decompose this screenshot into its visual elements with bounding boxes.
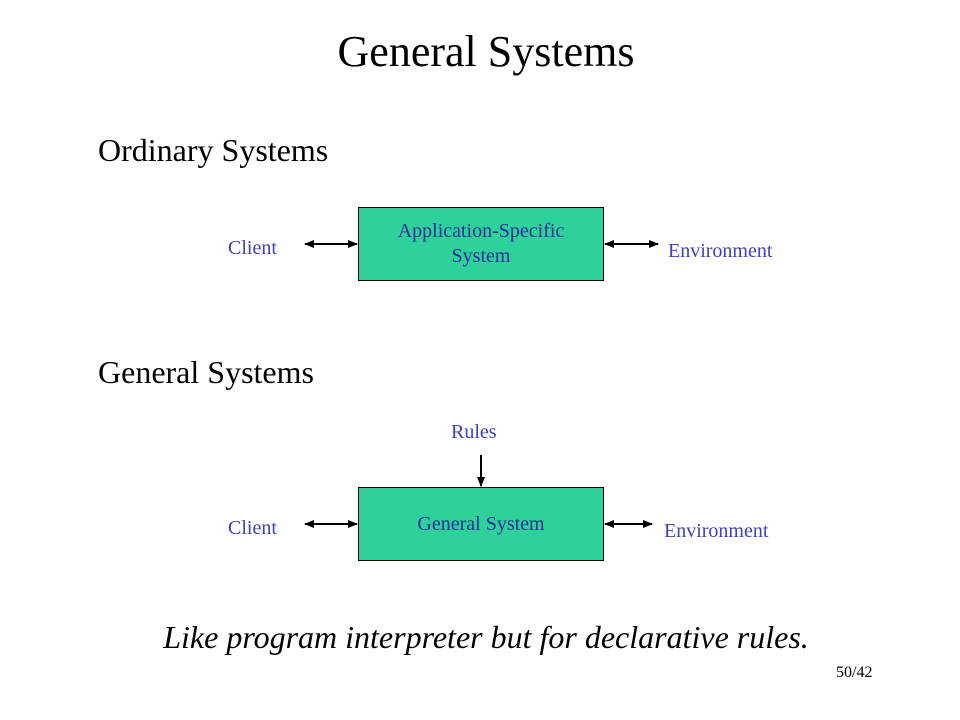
general-client-label: Client: [228, 517, 277, 539]
slide-title: General Systems: [337, 27, 635, 76]
application-specific-system-label-line2: System: [451, 245, 511, 267]
application-specific-system-box: Application-Specific System: [358, 207, 604, 281]
page-number: 50/42: [836, 664, 873, 681]
ordinary-client-label: Client: [228, 237, 277, 259]
ordinary-systems-heading: Ordinary Systems: [98, 132, 329, 168]
application-specific-system-label-line1: Application-Specific: [397, 220, 565, 242]
ordinary-environment-label: Environment: [668, 240, 773, 262]
general-system-box: General System: [358, 487, 604, 561]
general-systems-heading: General Systems: [98, 354, 314, 390]
footnote-text: Like program interpreter but for declara…: [163, 619, 809, 655]
general-system-label: General System: [417, 513, 545, 535]
general-environment-label: Environment: [664, 520, 769, 542]
rules-label: Rules: [451, 421, 497, 443]
